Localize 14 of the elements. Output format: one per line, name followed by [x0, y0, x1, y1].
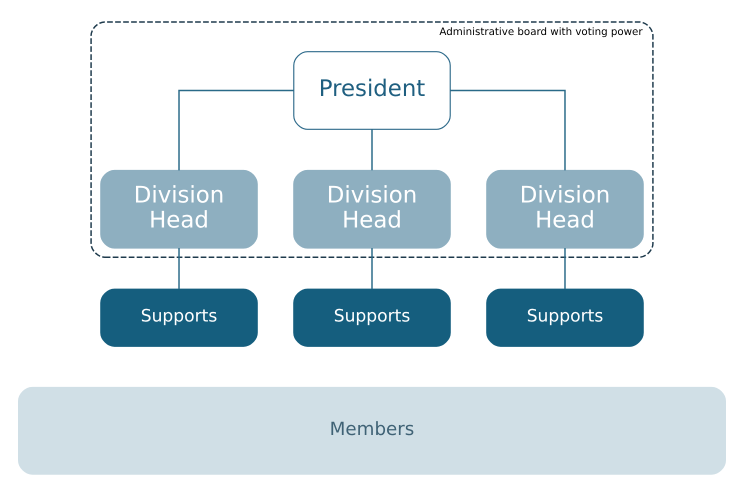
node-box: Supports — [100, 288, 258, 347]
connector — [178, 248, 180, 289]
node-box: Supports — [293, 288, 451, 347]
connector — [450, 90, 566, 170]
node-box: Supports — [486, 288, 644, 347]
node-box: Members — [18, 386, 726, 475]
node-box: President — [293, 51, 451, 130]
connector — [371, 129, 373, 170]
node-box: Division Head — [486, 170, 644, 249]
node-box: Division Head — [100, 170, 258, 249]
node-box: Division Head — [293, 170, 451, 249]
connector — [371, 248, 373, 289]
connector — [564, 248, 566, 289]
connector — [178, 90, 294, 170]
